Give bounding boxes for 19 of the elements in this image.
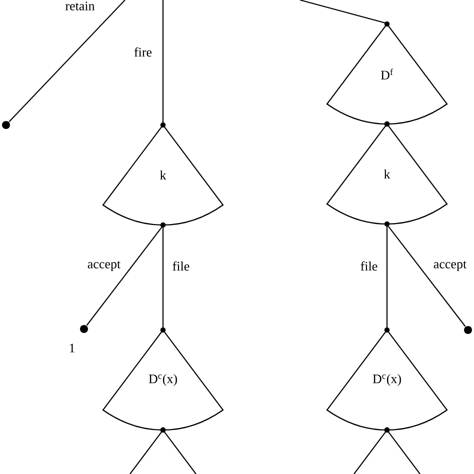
- edge-label: retain: [64, 0, 96, 12]
- edge-label: accept: [86, 260, 122, 272]
- end-dot: [2, 121, 10, 129]
- payoff-label: 1: [70, 344, 74, 352]
- branch-line: [8, 0, 126, 122]
- branch-line: [386, 224, 388, 330]
- sector-shape: [130, 427, 196, 474]
- branch-line: [300, 0, 388, 24]
- branch-line: [162, 226, 164, 330]
- edge-label: fire: [132, 46, 154, 58]
- branch-line: [386, 224, 466, 327]
- sector-shape: [354, 427, 420, 474]
- end-dot: [80, 325, 88, 333]
- edge-label: accept: [432, 260, 468, 272]
- edge-label: file: [359, 260, 379, 272]
- end-dot: [464, 326, 472, 334]
- edge-label: file: [171, 260, 191, 272]
- branch-line: [162, 0, 164, 124]
- branch-line: [86, 225, 164, 326]
